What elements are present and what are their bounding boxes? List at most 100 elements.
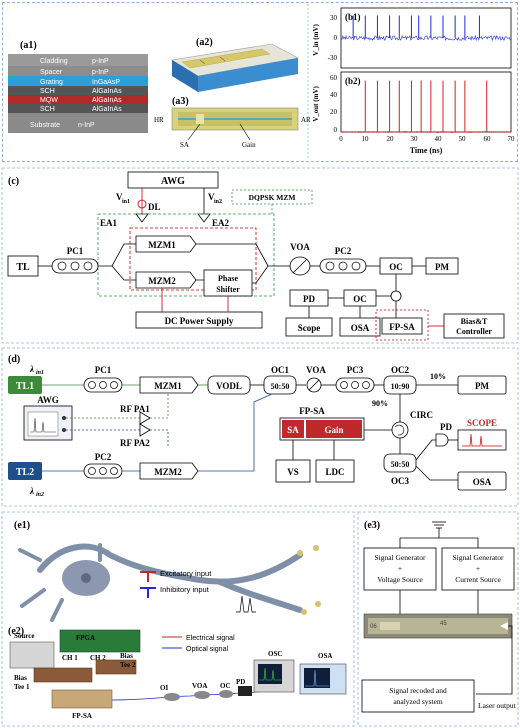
panel-e1-e2 <box>1 511 355 727</box>
b2-ytick-20: 20 <box>330 108 338 116</box>
e2-fpsa: FP-SA <box>72 712 92 720</box>
c-dqpsk: DQPSK MZM <box>249 193 296 202</box>
panel-d-diagram: (d) TL1 λ in1 PC1 MZM1 VODL 50:50 OC1 VO… <box>8 354 507 498</box>
e2-bias2a: Bias <box>120 652 133 660</box>
c-pc2: PC2 <box>335 246 352 256</box>
layer-mat-substrate: n-InP <box>78 122 95 129</box>
c-dl: DL <box>148 202 161 212</box>
d-vs: VS <box>287 467 299 477</box>
c-scope: Scope <box>298 323 321 333</box>
b-xticks: 0 10 20 30 40 50 60 70 <box>339 135 515 143</box>
e3-chip-mid: 45 <box>440 621 447 627</box>
e2-oc: OC <box>220 682 231 690</box>
layer-mat-cladding: p-InP <box>92 58 109 65</box>
c-pm: PM <box>435 262 449 272</box>
e1-inhibitory: Inhibitory input <box>160 585 210 594</box>
b1-axes <box>340 7 512 69</box>
c-mzm2: MZM2 <box>148 276 176 286</box>
d-lam2-sub: in2 <box>36 492 44 498</box>
b2-label: (b2) <box>345 76 361 86</box>
e2-osa: OSA <box>318 652 332 660</box>
e3-sg2b: + <box>476 564 480 573</box>
b1-series <box>340 15 511 42</box>
c-ea2: EA2 <box>212 218 230 228</box>
d-rfpa2: RF PA2 <box>120 438 150 448</box>
c-vin2-sub: in2 <box>214 199 222 205</box>
d-pc3: PC3 <box>347 365 364 375</box>
d-pc2: PC2 <box>95 452 112 462</box>
series-baseline <box>340 131 511 133</box>
d-tl1: TL1 <box>16 381 34 392</box>
d-mzm2: MZM2 <box>154 467 182 477</box>
d-oc3-bottom: OC3 <box>391 476 410 486</box>
layer-substrate <box>8 113 148 133</box>
e3-sg1c: Voltage Source <box>377 575 423 584</box>
d-scope: SCOPE <box>467 418 497 428</box>
c-mzm2-box <box>135 271 197 289</box>
d-ldc: LDC <box>325 467 344 477</box>
a3-chip-photo: (a3) HR AR SA Gain <box>154 96 311 149</box>
a1-layer-stack: (a1) Cladding p-InP Spacer p-InP Grating… <box>8 40 148 133</box>
c-label: (c) <box>8 176 19 187</box>
b-xlabel: Time (ns) <box>410 146 443 155</box>
layer-label-mqw: MQW <box>40 97 58 104</box>
xtick-10: 10 <box>362 135 370 143</box>
e3-chip-left: 06 <box>370 624 377 630</box>
d-oc2: 10:90 <box>391 382 410 391</box>
e2-label: (e2) <box>8 626 24 637</box>
c-awg-box <box>127 171 219 189</box>
b1-ylabel: V_in (mV) <box>312 23 320 55</box>
series-baseline <box>340 34 511 42</box>
d-pc1: PC1 <box>95 365 112 375</box>
e2-source: Source <box>14 632 34 640</box>
c-pc1: PC1 <box>67 246 84 256</box>
layer-label-spacer: Spacer <box>40 69 63 76</box>
d-lam1-sub: in1 <box>36 370 44 376</box>
c-phase1: Phase <box>218 274 238 283</box>
b-plots: (b1) (b2) 30 0 -30 60 40 20 0 0 10 20 30… <box>307 4 515 160</box>
e3-label: (e3) <box>364 520 380 531</box>
b2-ytick-0: 0 <box>334 126 338 134</box>
b1-ytick-m30: -30 <box>328 54 338 62</box>
c-voa: VOA <box>290 242 310 252</box>
e3-sg2c: Current Source <box>455 575 501 584</box>
c-vin1-sub: in1 <box>122 199 130 205</box>
layer-sch-bottom <box>8 104 148 113</box>
e3-sg2a: Signal Generator <box>452 553 504 562</box>
c-pc1-box <box>51 258 99 274</box>
e2-bias1a: Bias <box>14 674 27 682</box>
panel-a-b <box>2 2 518 162</box>
layer-spacer <box>8 66 148 76</box>
a3-label: (a3) <box>172 96 189 107</box>
d-osa: OSA <box>473 477 492 487</box>
e3-sg1a: Signal Generator <box>374 553 426 562</box>
c-phase-box <box>203 269 253 297</box>
ar-label: AR <box>301 116 311 124</box>
layer-label-grating: Grating <box>40 79 63 86</box>
d-voa: VOA <box>306 365 326 375</box>
e2-voa: VOA <box>192 682 207 690</box>
layer-mat-sch2: AlGaInAs <box>92 106 122 113</box>
layer-cladding <box>8 54 148 66</box>
hr-label: HR <box>154 116 164 124</box>
d-pct90: 90% <box>372 399 388 408</box>
layer-label-sch1: SCH <box>40 88 55 95</box>
d-pd: PD <box>440 422 452 432</box>
sa-label: SA <box>180 141 189 149</box>
d-lam1: λ <box>29 364 34 374</box>
b2-series <box>340 80 511 133</box>
layer-label-substrate: Substrate <box>30 122 60 129</box>
panel-e1-neuron: (e1) Excitatory input Inhibitory input <box>14 520 321 622</box>
c-pd: PD <box>303 294 315 304</box>
b1-ytick-0: 0 <box>334 34 338 42</box>
panel-c-diagram: (c) AWG V in1 V in2 DL EA1 EA2 DQPSK MZM… <box>7 171 505 341</box>
d-tl2: TL2 <box>16 467 34 478</box>
c-phase2: Shifter <box>216 285 240 294</box>
c-bias1: Bias&T <box>461 317 488 326</box>
d-oc1-top: OC1 <box>271 365 290 375</box>
b1-ytick-30: 30 <box>330 14 338 22</box>
e3-rec2: analyzed system <box>393 697 443 706</box>
e2-opt: Optical signal <box>186 646 228 653</box>
xtick-50: 50 <box>459 135 467 143</box>
